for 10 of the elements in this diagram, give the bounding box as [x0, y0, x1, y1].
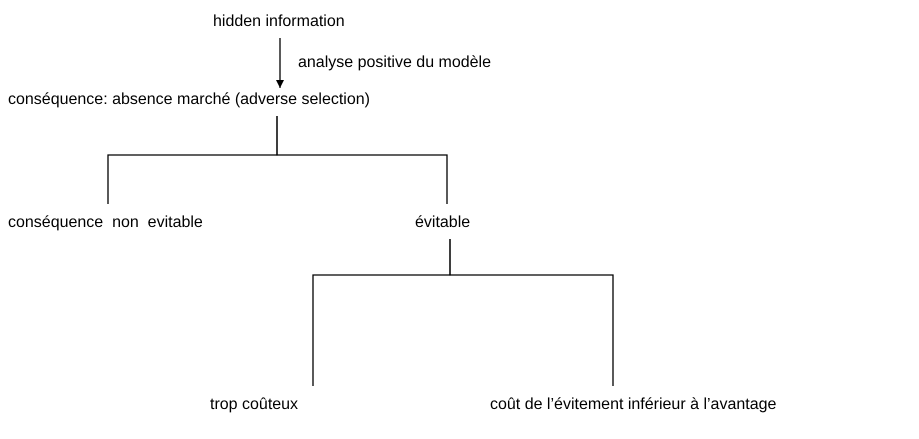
node-label: conséquence non evitable [8, 213, 203, 232]
node-label: évitable [415, 213, 470, 232]
connector-line [449, 239, 614, 386]
connector-line [276, 116, 448, 204]
node-label: hidden information [213, 12, 345, 31]
node-label: trop coûteux [210, 395, 298, 414]
node-label: conséquence: absence marché (adverse selection) [8, 90, 370, 109]
node-label: coût de l’évitement inférieur à l’avantage [490, 395, 776, 414]
arrow [276, 38, 284, 88]
edge-label: analyse positive du modèle [296, 53, 494, 72]
